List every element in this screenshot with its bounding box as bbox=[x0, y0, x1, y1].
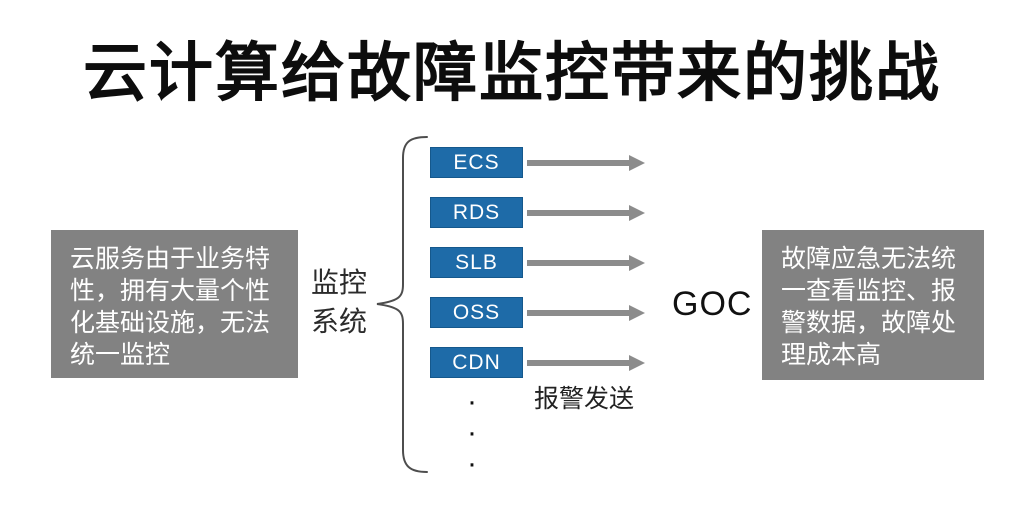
ellipsis-dot: · bbox=[467, 416, 477, 449]
arrow-shaft bbox=[527, 309, 629, 316]
arrow-head-icon bbox=[629, 354, 645, 371]
ellipsis-dot: · bbox=[467, 447, 477, 480]
arrow-head-icon bbox=[629, 254, 645, 271]
flow-arrow-slb bbox=[527, 254, 645, 271]
arrow-shaft bbox=[527, 259, 629, 266]
alert-send-label: 报警发送 bbox=[534, 385, 635, 413]
flow-arrow-ecs bbox=[527, 154, 645, 171]
flow-arrow-oss bbox=[527, 304, 645, 321]
arrow-shaft bbox=[527, 159, 629, 166]
monitor-systems-label: 监控 系统 bbox=[311, 267, 368, 337]
curly-brace-icon bbox=[376, 136, 428, 473]
arrow-shaft bbox=[527, 359, 629, 366]
service-box-ecs: ECS bbox=[430, 147, 523, 178]
slide-title: 云计算给故障监控带来的挑战 bbox=[83, 37, 941, 109]
service-box-slb: SLB bbox=[430, 247, 523, 278]
ellipsis-dot: · bbox=[467, 385, 477, 418]
service-box-rds: RDS bbox=[430, 197, 523, 228]
arrow-shaft bbox=[527, 209, 629, 216]
service-box-cdn: CDN bbox=[430, 347, 523, 378]
left-note-box: 云服务由于业务特 性，拥有大量个性 化基础设施，无法 统一监控 bbox=[51, 230, 298, 378]
goc-label: GOC bbox=[672, 285, 753, 323]
flow-arrow-rds bbox=[527, 204, 645, 221]
arrow-head-icon bbox=[629, 204, 645, 221]
arrow-head-icon bbox=[629, 304, 645, 321]
service-box-oss: OSS bbox=[430, 297, 523, 328]
right-note-box: 故障应急无法统 一查看监控、报 警数据，故障处 理成本高 bbox=[762, 230, 984, 380]
arrow-head-icon bbox=[629, 154, 645, 171]
flow-arrow-cdn bbox=[527, 354, 645, 371]
